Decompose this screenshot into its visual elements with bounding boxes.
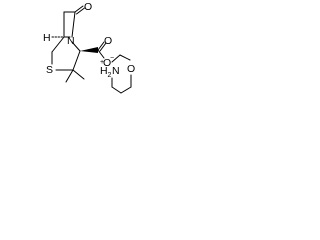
morpholine-oxygen-label: O <box>127 63 135 75</box>
carboxylate-oxygen-bottom-label: O <box>103 57 111 69</box>
thiazolidine-ring <box>51 36 81 71</box>
ammonium-hydrogen-label: H <box>100 65 108 77</box>
ring-nitrogen-label: N <box>67 35 75 47</box>
beta-lactam-ring <box>63 11 76 38</box>
ammonium-nitrogen-label: N <box>112 65 120 77</box>
ammonium-charge-label: + <box>100 59 104 66</box>
carboxylate-oxygen-top-label: O <box>104 35 112 47</box>
carboxylate-wedge <box>80 47 98 53</box>
carboxylate-bonds <box>97 41 107 59</box>
ring-sulfur-label: S <box>46 64 53 76</box>
chemical-structure-diagram: O N S H O O − H 2 + N O <box>43 1 135 94</box>
carboxylate-charge-label: − <box>110 55 114 62</box>
lactam-carbonyl-bond <box>74 5 85 15</box>
morpholine-ring <box>111 54 132 94</box>
ammonium-hydrogen-count-label: 2 <box>108 72 112 79</box>
carbonyl-oxygen-label: O <box>84 1 92 13</box>
bridgehead-hydrogen-label: H <box>43 32 51 44</box>
dimethyl-bonds <box>65 69 85 83</box>
